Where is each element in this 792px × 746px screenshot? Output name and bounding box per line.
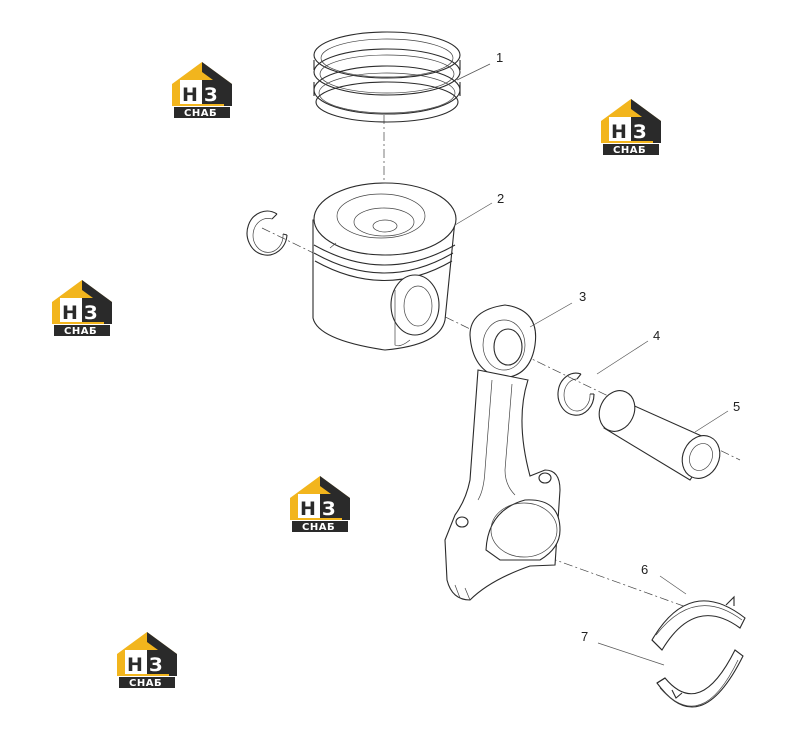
svg-text:З: З (322, 498, 336, 520)
circlip-left (246, 210, 288, 256)
callout-6: 6 (641, 562, 648, 577)
callout-7: 7 (581, 629, 588, 644)
connecting-rod (444, 304, 561, 601)
svg-text:З: З (149, 654, 163, 676)
leader-lines (454, 63, 729, 666)
piston-pin (598, 390, 721, 481)
bearing-shell-upper (651, 595, 746, 651)
circlip-right (557, 372, 595, 416)
svg-text:Н: Н (182, 84, 198, 106)
svg-text:З: З (84, 302, 98, 324)
watermark-logo-1: Н З СНАБ (172, 62, 232, 119)
callout-3: 3 (579, 289, 586, 304)
svg-text:СНАБ: СНАБ (302, 522, 335, 533)
callout-4: 4 (653, 328, 660, 343)
callout-1: 1 (496, 50, 503, 65)
svg-text:Н: Н (127, 654, 143, 676)
svg-text:СНАБ: СНАБ (129, 678, 162, 689)
svg-text:СНАБ: СНАБ (64, 326, 97, 337)
svg-text:СНАБ: СНАБ (184, 108, 217, 119)
svg-text:З: З (633, 121, 647, 143)
svg-text:Н: Н (611, 121, 627, 143)
svg-text:СНАБ: СНАБ (613, 145, 646, 156)
piston-ring-set (313, 31, 461, 123)
piston (312, 182, 457, 351)
watermark-logo-3: Н З СНАБ (52, 280, 112, 337)
bearing-shell-lower (656, 649, 744, 708)
callout-5: 5 (733, 399, 740, 414)
svg-text:Н: Н (300, 498, 316, 520)
watermark-logo-2: Н З СНАБ (601, 99, 661, 156)
watermark-logo-5: Н З СНАБ (117, 632, 177, 689)
callouts: 1 2 3 4 5 6 7 (496, 50, 740, 644)
watermark-logo-4: Н З СНАБ (290, 476, 350, 533)
svg-text:Н: Н (62, 302, 78, 324)
callout-2: 2 (497, 191, 504, 206)
svg-text:З: З (204, 84, 218, 106)
